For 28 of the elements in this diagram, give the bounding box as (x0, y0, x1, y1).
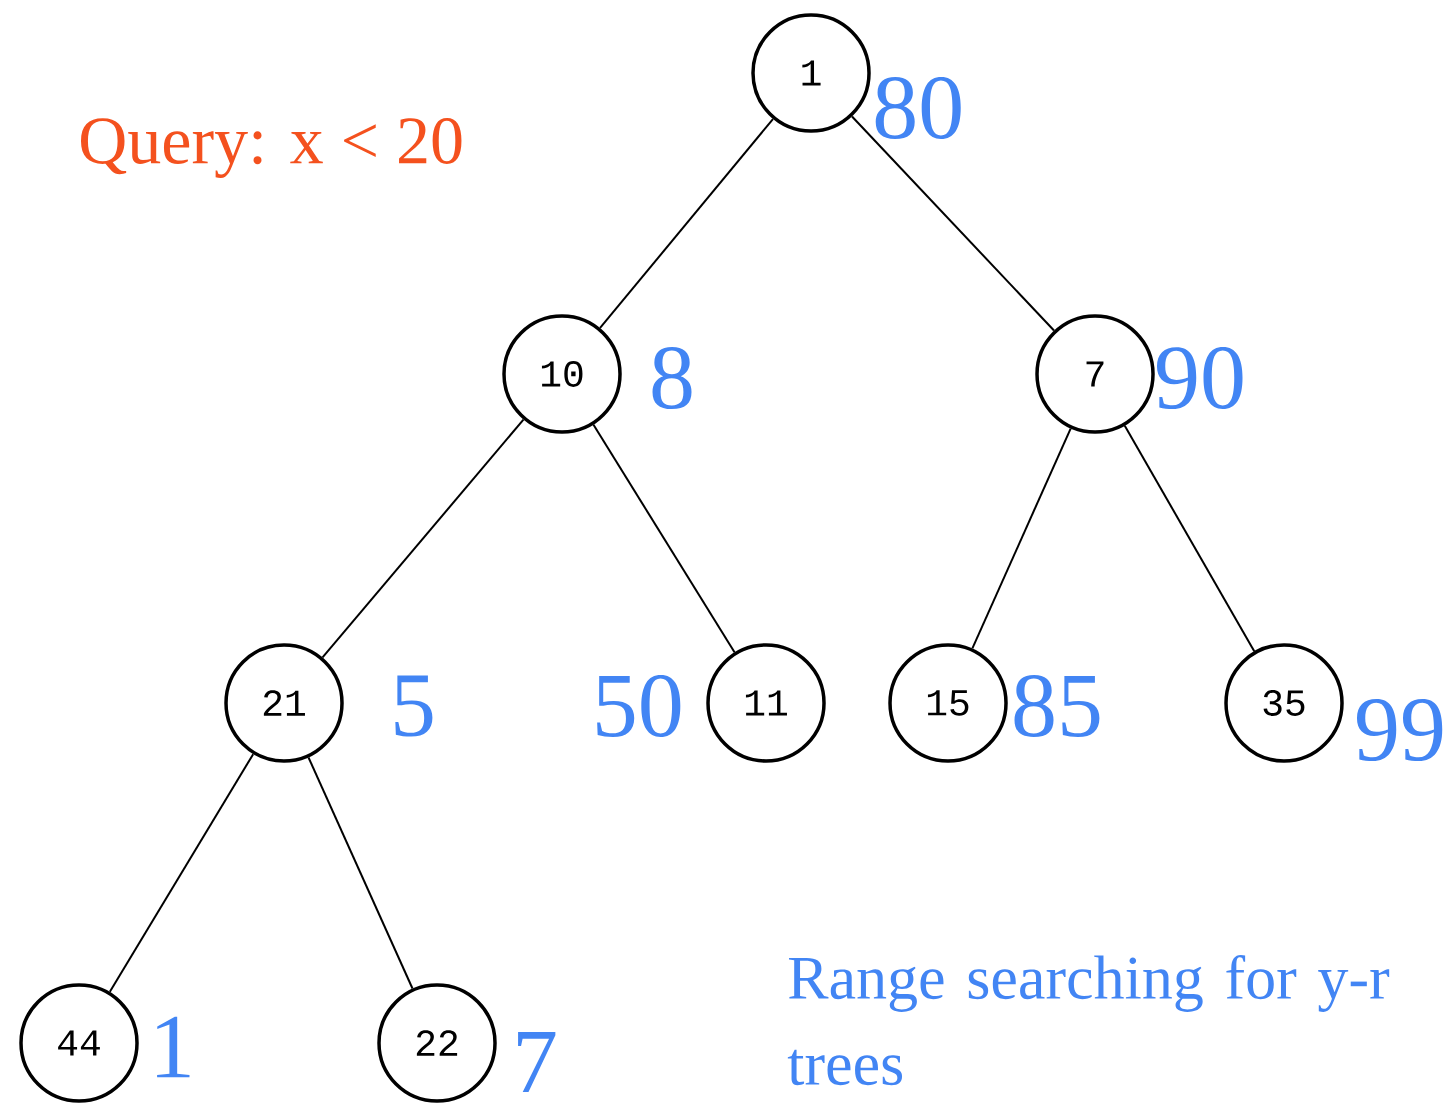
tree-edge (321, 418, 525, 659)
tree-node: 21 (224, 643, 344, 763)
tree-edge (108, 753, 255, 993)
node-value: 5 (395, 675, 433, 737)
tree-edge (592, 423, 736, 654)
node-value: 7 (518, 1031, 556, 1093)
tree-node: 35 (1224, 643, 1344, 763)
tree-node: 44 (19, 983, 139, 1103)
tree-node: 10 (502, 314, 622, 434)
tree-edge (971, 427, 1072, 650)
tree-node: 1 (751, 13, 871, 133)
tree-edge (599, 118, 774, 329)
node-value: 50 (597, 674, 681, 738)
tree-edge (1123, 424, 1256, 653)
tree-node: 15 (888, 643, 1008, 763)
node-value: 1 (157, 1016, 190, 1078)
query: Query: x < 20 (81, 118, 462, 178)
tree-node: 11 (706, 643, 826, 763)
node-value: 99 (1356, 699, 1443, 761)
tree-edge (851, 115, 1055, 332)
node-value: 90 (1156, 346, 1243, 410)
caption-text: Range searching for y-r trees (787, 954, 1390, 1086)
node-value: 85 (1014, 674, 1100, 738)
node-value: 80 (875, 76, 961, 140)
tree-edge (307, 756, 414, 990)
node-value: 8 (652, 346, 692, 410)
tree-node: 7 (1035, 314, 1155, 434)
tree-node: 22 (377, 983, 497, 1103)
